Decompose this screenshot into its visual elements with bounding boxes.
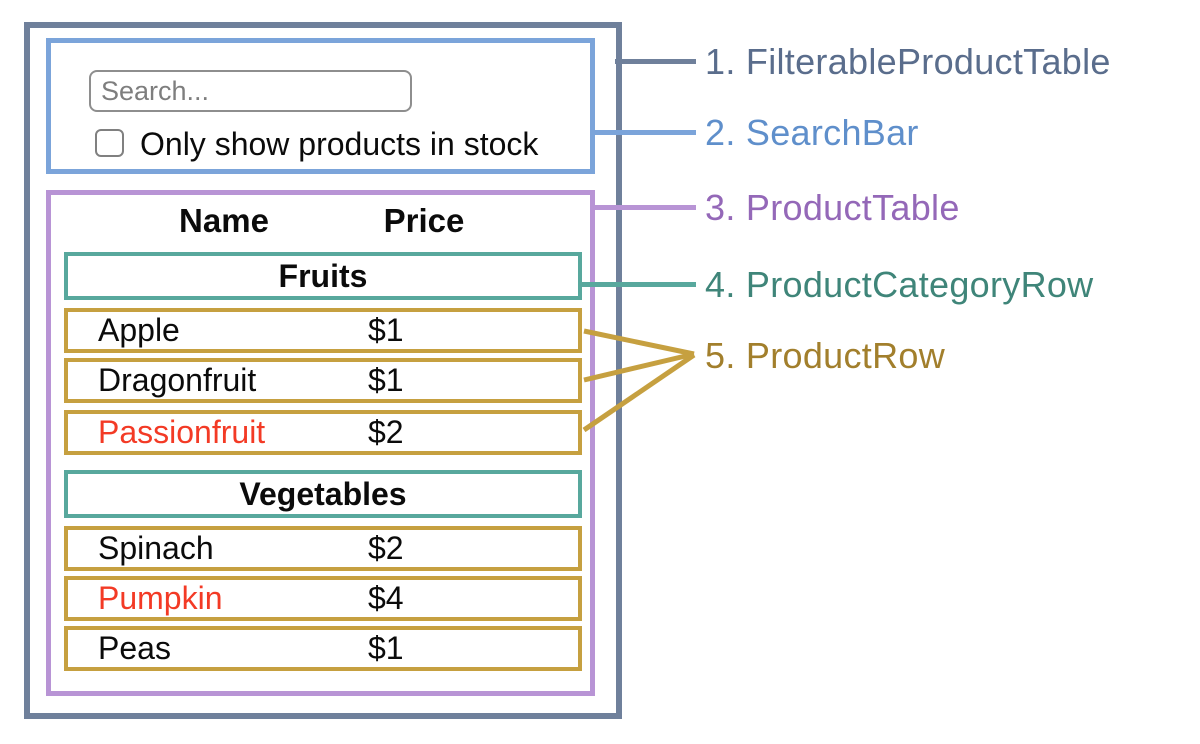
category-label: Fruits bbox=[278, 257, 368, 294]
legend-search-bar: 2. SearchBar bbox=[705, 112, 919, 153]
category-row-fruits: Fruits bbox=[64, 252, 582, 300]
connector-product-category-row bbox=[579, 282, 696, 287]
product-row: Dragonfruit $1 bbox=[64, 358, 582, 403]
product-name: Dragonfruit bbox=[98, 362, 257, 398]
product-name: Spinach bbox=[98, 530, 214, 566]
product-name: Passionfruit bbox=[98, 414, 266, 450]
connector-product-table bbox=[592, 205, 696, 210]
legend-filterable-product-table: 1. FilterableProductTable bbox=[705, 41, 1111, 82]
connector-search-bar bbox=[591, 130, 696, 135]
product-row: Apple $1 bbox=[64, 308, 582, 353]
product-row: Pumpkin $4 bbox=[64, 576, 582, 621]
connector-product-rows bbox=[582, 328, 696, 433]
column-header-name: Name bbox=[179, 202, 269, 239]
legend-product-table: 3. ProductTable bbox=[705, 187, 960, 228]
product-row: Spinach $2 bbox=[64, 526, 582, 571]
product-price: $2 bbox=[368, 414, 404, 450]
product-name: Pumpkin bbox=[98, 580, 223, 616]
product-price: $4 bbox=[368, 580, 404, 616]
product-name: Apple bbox=[98, 312, 180, 348]
product-price: $2 bbox=[368, 530, 404, 566]
product-name: Peas bbox=[98, 630, 171, 666]
column-header-price: Price bbox=[383, 202, 465, 239]
category-row-vegetables: Vegetables bbox=[64, 470, 582, 518]
product-price: $1 bbox=[368, 312, 404, 348]
product-price: $1 bbox=[368, 362, 404, 398]
product-row: Peas $1 bbox=[64, 626, 582, 671]
legend-product-row: 5. ProductRow bbox=[705, 335, 946, 376]
product-row: Passionfruit $2 bbox=[64, 410, 582, 455]
in-stock-checkbox[interactable] bbox=[95, 129, 124, 157]
product-price: $1 bbox=[368, 630, 404, 666]
legend-product-category-row: 4. ProductCategoryRow bbox=[705, 264, 1094, 305]
category-label: Vegetables bbox=[239, 475, 407, 512]
search-input[interactable] bbox=[89, 70, 412, 112]
connector-filterable-product-table bbox=[615, 59, 696, 64]
in-stock-checkbox-label: Only show products in stock bbox=[140, 126, 539, 162]
